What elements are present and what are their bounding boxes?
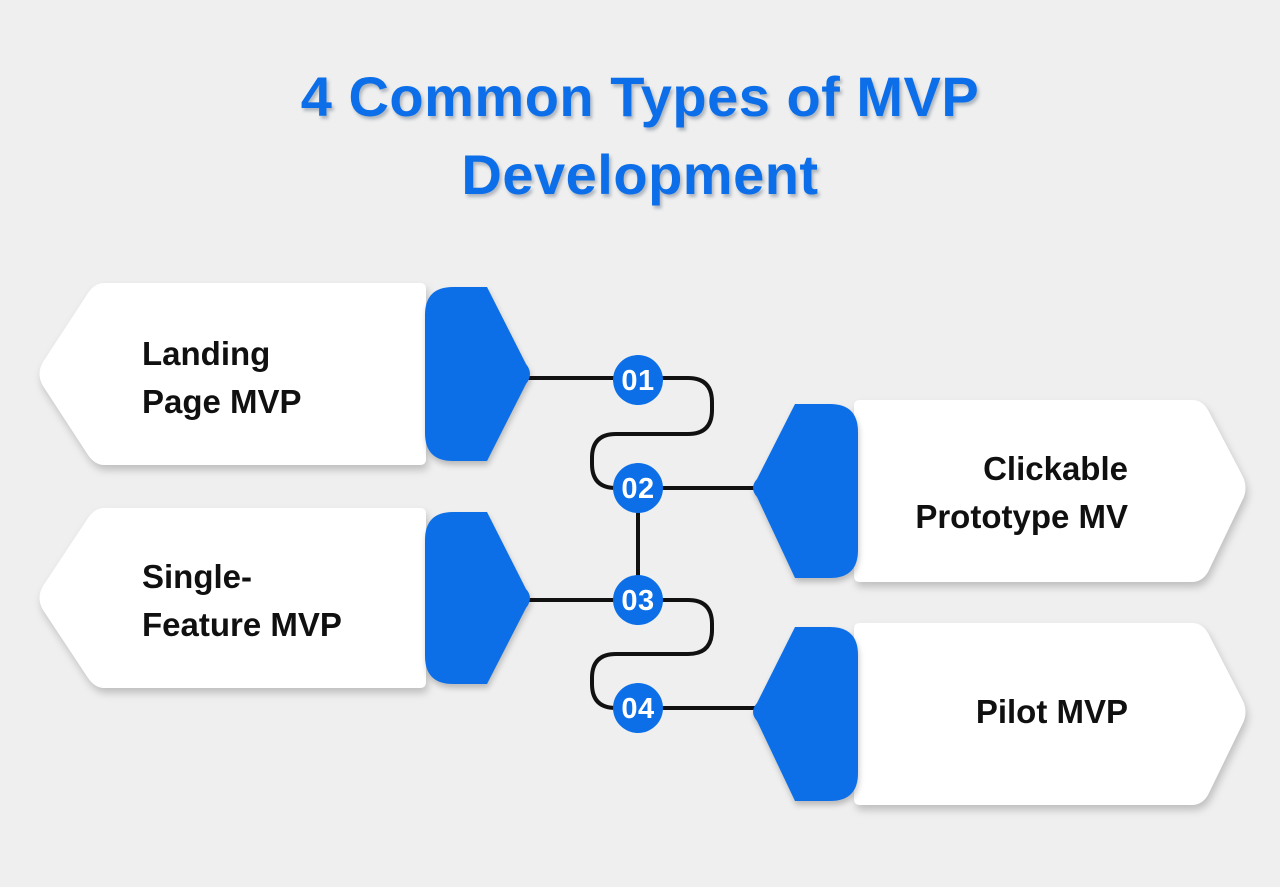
banner-single-feature-shape [39,508,426,688]
step-circle-01 [613,355,663,405]
step-number-03: 03 [621,585,654,617]
banner-clickable-prototype-shape [854,400,1246,582]
title-line-2: Development [461,143,819,206]
banner-landing-page-label: Landing Page MVP [142,330,442,426]
step-number-02: 02 [621,473,654,505]
connector-path-step1-to-step2 [518,376,777,490]
banner-clickable-prototype-arrow-icon [753,404,858,578]
banner-single-feature-arrow-icon [425,512,530,684]
banner-pilot-arrow-icon [753,627,858,801]
banner-landing-page-arrow-icon [425,287,530,461]
step-number-01: 01 [621,365,654,397]
banner-landing-page-label-line2: Page MVP [142,383,302,420]
step-number-04: 04 [621,693,654,725]
banner-pilot-label-line1: Pilot MVP [975,693,1128,730]
step-circle-03 [613,575,663,625]
banner-landing-page-label-line1: Landing [142,335,271,372]
banner-clickable-prototype-label-line1: Clickable [983,450,1128,487]
title-line-1: 4 Common Types of MVP [300,65,980,128]
banner-pilot-shape [854,623,1246,805]
banner-single-feature-label-line1: Single- [142,558,253,595]
page-title: 4 Common Types of MVP Development [0,58,1280,214]
banner-single-feature-label: Single- Feature MVP [142,553,442,649]
banner-clickable-prototype-label-line2: Prototype MV [915,498,1128,535]
banner-landing-page-shape [39,283,426,465]
banner-clickable-prototype-label: Clickable Prototype MV [798,445,1128,541]
banner-pilot-label: Pilot MVP [798,688,1128,736]
step-circle-04 [613,683,663,733]
banner-single-feature-label-line2: Feature MVP [142,606,342,643]
step-circle-02 [613,463,663,513]
connector-path-step3-to-step4 [518,598,777,710]
